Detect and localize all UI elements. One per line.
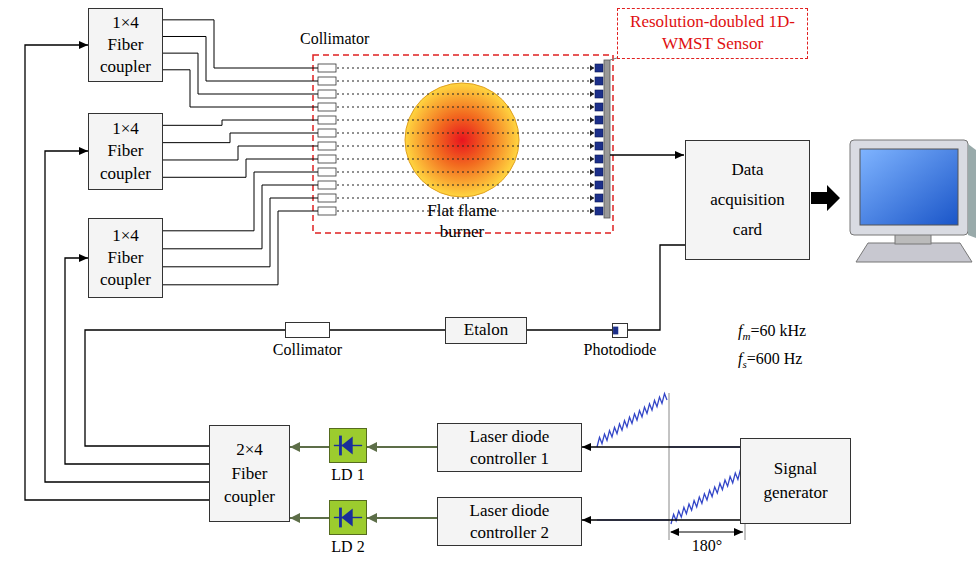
collimator: Collimator [285,322,330,338]
node-label: Collimator [273,340,342,359]
node-label: 2×4 Fiber coupler [217,438,283,509]
connector [527,329,612,330]
node-label: 1×4 Fiber coupler [94,12,157,78]
etalon: Etalon [445,317,527,344]
text-label: Collimator [300,30,369,48]
node-label: Resolution-doubled 1D-WMST Sensor [623,11,803,55]
laser-controller: Laser diode controller 1 [437,423,582,472]
connector [628,245,685,330]
connector [290,517,329,519]
node-label: LD 2 [331,537,364,556]
diode-symbol [330,501,366,534]
connector [25,45,209,500]
text-label: Flat flame burner [412,200,512,243]
phase-arrow [671,532,743,533]
parameter-label: fm=60 kHz [738,322,806,342]
photodiode: Photodiode [612,323,628,338]
computer-icon [850,140,976,262]
node-label: Data acquisition card [700,155,795,244]
connector [582,519,740,520]
fiber-coupler: 1×4 Fiber coupler [88,8,163,82]
node-label: LD 1 [331,465,364,484]
flame [405,83,519,197]
detector-bar [604,60,610,218]
connector [290,446,329,448]
connector [367,517,437,519]
node-label: Laser diode controller 2 [444,500,576,543]
callout-box: Resolution-doubled 1D-WMST Sensor [617,8,808,59]
parameter-label: fs=600 Hz [738,350,802,370]
laser-controller: Laser diode controller 2 [437,497,582,546]
laser-diode: LD 2 [329,500,367,535]
phase-marker [669,393,670,540]
node-label: 1×4 Fiber coupler [94,225,157,291]
laser-beams [318,64,603,215]
node-label: Etalon [464,320,508,340]
node-label: 1×4 Fiber coupler [94,118,157,184]
modulation-ramps [597,394,745,524]
fiber-lines [163,20,318,285]
laser-diode: LD 1 [329,428,367,463]
photodiode-chip [613,324,627,337]
output-arrow [811,185,840,211]
signal-arrow [610,154,684,155]
fiber-coupler: 1×4 Fiber coupler [88,113,163,190]
connector [582,446,740,447]
fiber-coupler: 2×4 Fiber coupler [209,425,290,522]
fiber-coupler: 1×4 Fiber coupler [88,218,163,298]
daq-card: Data acquisition card [685,140,810,260]
node-label: Laser diode controller 1 [444,426,576,469]
connector [45,151,209,482]
connector [330,329,445,330]
callout-leader [610,58,617,60]
node-label: Photodiode [584,340,657,359]
node-label: Signal generator [748,457,843,505]
signal-generator: Signal generator [740,438,851,524]
text-label: 180° [692,537,722,555]
diode-symbol [330,429,366,462]
connector [367,446,437,448]
